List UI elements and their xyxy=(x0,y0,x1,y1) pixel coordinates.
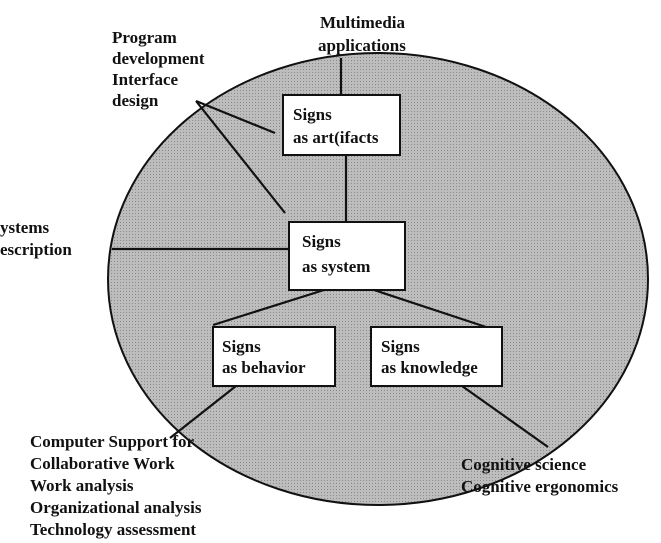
label-cognitive: Cognitive science Cognitive ergonomics xyxy=(461,455,619,496)
box-artifacts-line-2: as art(ifacts xyxy=(293,128,379,147)
line-system-to-behavior xyxy=(212,288,325,327)
line-program-to-artifacts xyxy=(195,99,276,135)
label-cscw-line-5: Technology assessment xyxy=(30,520,196,539)
label-systems-line-1: ystems xyxy=(0,218,49,237)
label-systems-line-2: escription xyxy=(0,240,72,259)
line-system-to-knowledge xyxy=(373,288,487,329)
label-multimedia-line-2: applications xyxy=(318,36,406,55)
label-cognitive-line-2: Cognitive ergonomics xyxy=(461,477,619,496)
box-knowledge-line-2: as knowledge xyxy=(381,358,478,377)
label-multimedia-line-1: Multimedia xyxy=(320,13,405,32)
label-multimedia-applications: Multimedia applications xyxy=(318,13,406,55)
box-signs-as-behavior: Signs as behavior xyxy=(212,326,336,387)
label-program-line-4: design xyxy=(112,91,159,110)
label-program-interface: Program development Interface design xyxy=(112,28,205,110)
box-system-line-1: Signs xyxy=(302,232,341,251)
box-signs-as-system: Signs as system xyxy=(288,221,406,291)
label-cognitive-line-1: Cognitive science xyxy=(461,455,587,474)
label-systems-description: ystems escription xyxy=(0,218,72,259)
box-signs-as-artifacts: Signs as art(ifacts xyxy=(282,94,401,156)
label-cscw-line-2: Collaborative Work xyxy=(30,454,175,473)
box-artifacts-line-1: Signs xyxy=(293,105,332,124)
box-knowledge-line-1: Signs xyxy=(381,337,420,356)
line-program-to-system xyxy=(195,100,286,214)
box-signs-as-knowledge: Signs as knowledge xyxy=(370,326,503,387)
label-cscw-line-1: Computer Support for xyxy=(30,432,194,451)
box-behavior-line-1: Signs xyxy=(222,337,261,356)
label-cscw-line-4: Organizational analysis xyxy=(30,498,202,517)
label-program-line-2: development xyxy=(112,49,205,68)
box-system-line-2: as system xyxy=(302,257,370,276)
label-program-line-3: Interface xyxy=(112,70,179,89)
line-knowledge-to-cognitive xyxy=(461,385,549,448)
label-cscw-line-3: Work analysis xyxy=(30,476,134,495)
box-behavior-line-2: as behavior xyxy=(222,358,306,377)
label-program-line-1: Program xyxy=(112,28,177,47)
line-behavior-to-cscw xyxy=(169,385,237,439)
label-cscw-list: Computer Support for Collaborative Work … xyxy=(30,432,202,539)
